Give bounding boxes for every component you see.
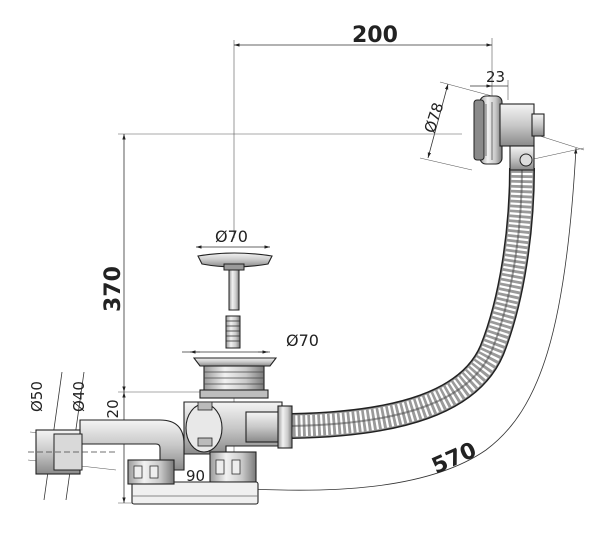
dim-overflow-diameter-label: Ø78	[421, 100, 448, 135]
dim-outlet-50-label: Ø50	[28, 381, 46, 412]
outlet-elbow	[28, 419, 185, 485]
flexible-hose	[291, 167, 535, 439]
dim-90-label: 90	[186, 467, 205, 485]
dim-waste-diameter-label: Ø70	[286, 331, 319, 350]
dim-570-label: 570	[428, 438, 480, 480]
dim-outlet-40-label: Ø40	[70, 381, 88, 412]
dim-370-label: 370	[101, 266, 126, 312]
dim-plug-diameter-label: Ø70	[215, 227, 248, 246]
waste-body	[131, 357, 293, 505]
overflow-head	[473, 95, 545, 171]
dim-200-label: 200	[352, 23, 398, 48]
waste-plug	[197, 252, 273, 349]
dim-23-label: 23	[486, 68, 505, 86]
